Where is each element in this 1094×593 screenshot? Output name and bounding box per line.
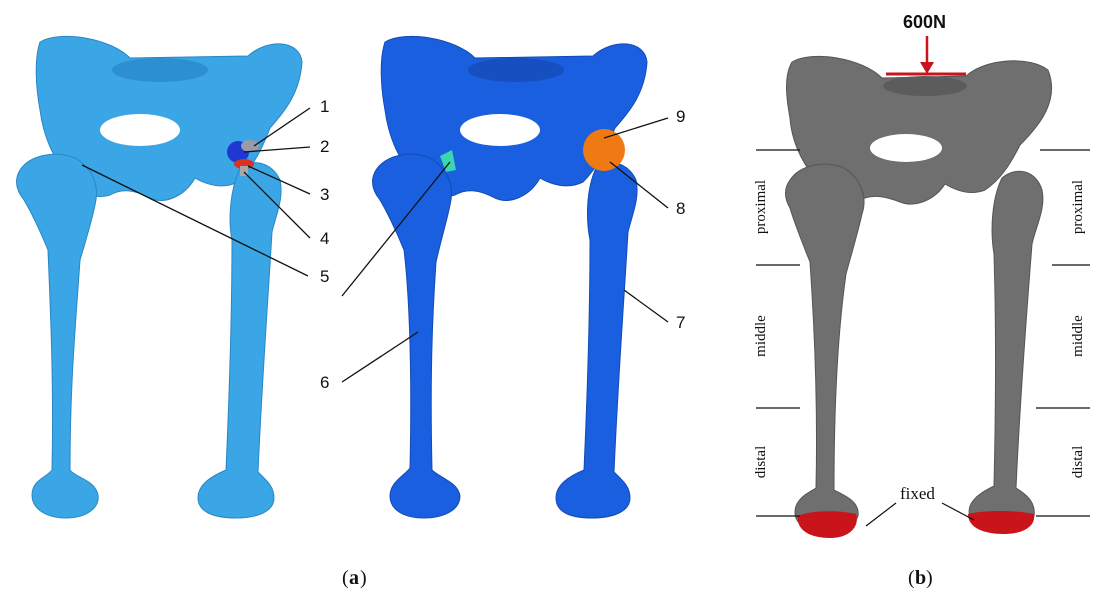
callout-3: 3 bbox=[320, 185, 329, 204]
callout-6: 6 bbox=[320, 373, 329, 392]
region-proximal-left: proximal bbox=[753, 180, 769, 234]
fixed-region-left bbox=[798, 511, 857, 538]
implant-head-orange bbox=[583, 129, 625, 171]
sacrum-top-dark bbox=[468, 58, 564, 82]
callout-5: 5 bbox=[320, 267, 329, 286]
caption-a-close: ) bbox=[360, 567, 367, 589]
region-labels-right: proximal middle distal bbox=[1070, 180, 1086, 478]
region-distal-left: distal bbox=[753, 446, 769, 479]
caption-b-letter: b bbox=[915, 567, 926, 589]
caption-b-open: ( bbox=[908, 567, 915, 589]
pelvic-foramen bbox=[100, 114, 180, 146]
pelvis-femur-model-light bbox=[17, 36, 302, 518]
callout-9: 9 bbox=[676, 107, 685, 126]
pelvic-foramen-dark bbox=[460, 114, 540, 146]
region-distal-right: distal bbox=[1070, 446, 1086, 479]
load-arrow-head bbox=[920, 62, 934, 74]
region-proximal-right: proximal bbox=[1070, 180, 1086, 234]
sacrum-top-grey bbox=[883, 76, 967, 96]
caption-b-close: ) bbox=[926, 567, 933, 589]
callout-4: 4 bbox=[320, 229, 329, 248]
pelvis-femur-model-grey bbox=[786, 56, 1052, 538]
pelvis-femur-model-dark bbox=[373, 36, 647, 518]
callout-8: 8 bbox=[676, 199, 685, 218]
load-label: 600N bbox=[903, 12, 946, 32]
caption-a-open: ( bbox=[342, 567, 349, 589]
callout-2: 2 bbox=[320, 137, 329, 156]
sacrum-top bbox=[112, 58, 208, 82]
implant-liner bbox=[241, 140, 259, 152]
caption-a-letter: a bbox=[349, 567, 359, 589]
fixed-region-right bbox=[968, 511, 1034, 534]
callout-7: 7 bbox=[676, 313, 685, 332]
region-middle-right: middle bbox=[1070, 315, 1086, 357]
callout-1: 1 bbox=[320, 97, 329, 116]
fixed-leader-left bbox=[866, 503, 896, 526]
region-middle-left: middle bbox=[753, 315, 769, 357]
callout-labels-a-left: 1 2 3 4 5 bbox=[320, 97, 329, 286]
fixed-label: fixed bbox=[900, 484, 935, 503]
region-labels-left: proximal middle distal bbox=[753, 180, 769, 478]
pelvic-foramen-grey bbox=[870, 134, 942, 162]
